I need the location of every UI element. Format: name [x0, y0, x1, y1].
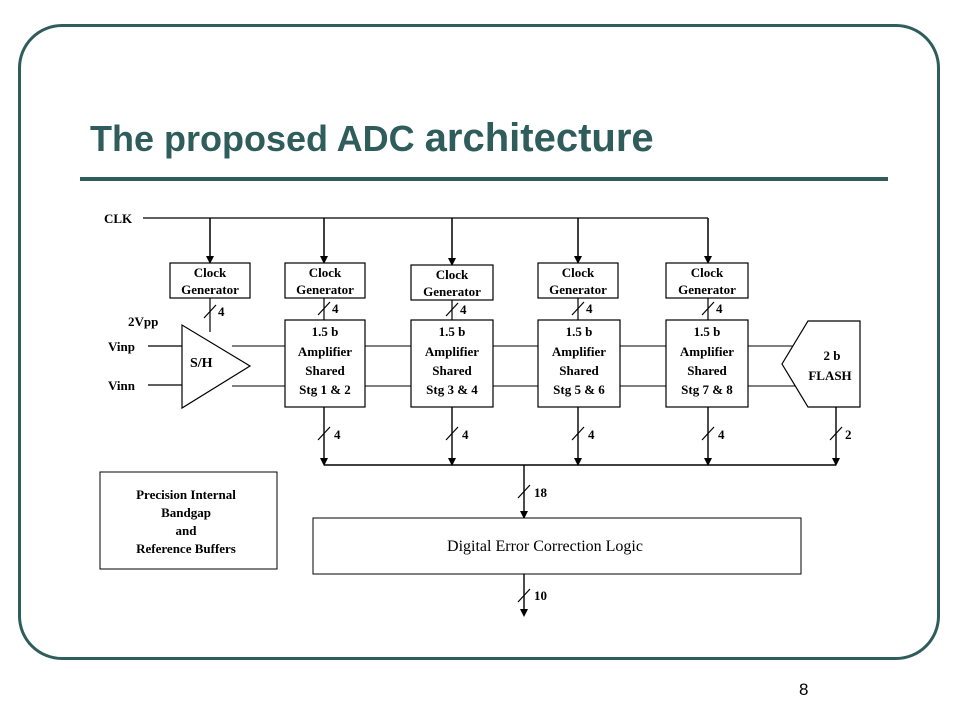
svg-text:Digital Error Correction Logic: Digital Error Correction Logic [447, 538, 643, 555]
slide-frame [18, 24, 940, 660]
svg-text:Reference Buffers: Reference Buffers [136, 541, 236, 556]
stage-output-width-4: 4 [718, 427, 725, 442]
clock-bus-width-1: 4 [218, 304, 225, 319]
svg-text:and: and [176, 523, 198, 538]
sample-hold-amplifier [181, 323, 252, 410]
flash-adc-block: 2 b FLASH [781, 320, 861, 408]
svg-text:Stg 1 & 2: Stg 1 & 2 [299, 382, 351, 397]
bus-18-label: 18 [534, 485, 548, 500]
svg-text:Amplifier: Amplifier [425, 344, 479, 359]
svg-text:Generator: Generator [549, 282, 607, 297]
stage-block-1-2: 1.5 b Amplifier Shared Stg 1 & 2 [284, 319, 366, 408]
clock-generator-4: Clock Generator [537, 262, 619, 299]
title-underline [80, 177, 888, 181]
svg-text:Shared: Shared [559, 363, 599, 378]
bus-18-slash [517, 484, 531, 499]
svg-text:Amplifier: Amplifier [680, 344, 734, 359]
svg-text:Shared: Shared [432, 363, 472, 378]
stage-output-slashes [317, 426, 843, 441]
svg-text:Clock: Clock [691, 265, 724, 280]
vpp-label: 2Vpp [128, 314, 158, 329]
svg-text:Amplifier: Amplifier [298, 344, 352, 359]
clock-generator-2: Clock Generator [284, 262, 366, 299]
svg-text:Clock: Clock [194, 265, 227, 280]
svg-text:Stg 7 & 8: Stg 7 & 8 [681, 382, 733, 397]
svg-text:1.5 b: 1.5 b [312, 324, 339, 339]
output-slash [517, 588, 531, 603]
stage-output-drops [320, 407, 840, 466]
svg-text:Generator: Generator [296, 282, 354, 297]
svg-text:Bandgap: Bandgap [161, 505, 211, 520]
vinn-label: Vinn [108, 378, 136, 393]
svg-text:Precision Internal: Precision Internal [136, 487, 236, 502]
svg-text:2 b: 2 b [824, 348, 841, 363]
title-part-1: The proposed ADC [90, 118, 425, 159]
clock-generator-3: Clock Generator [410, 264, 494, 301]
clock-bus-width-4: 4 [586, 301, 593, 316]
bandgap-reference-block: Precision Internal Bandgap and Reference… [99, 471, 278, 570]
stage-output-width-3: 4 [588, 427, 595, 442]
svg-text:Clock: Clock [436, 267, 469, 282]
clock-bus-width-2: 4 [332, 301, 339, 316]
clk-label: CLK [104, 211, 133, 226]
stage-output-width-1: 4 [334, 427, 341, 442]
svg-text:Shared: Shared [687, 363, 727, 378]
title-part-2: architecture [424, 116, 654, 160]
slide-title: The proposed ADC architecture [90, 118, 654, 158]
svg-text:Generator: Generator [678, 282, 736, 297]
svg-text:Clock: Clock [562, 265, 595, 280]
clock-bus-width-3: 4 [460, 302, 467, 317]
svg-text:1.5 b: 1.5 b [694, 324, 721, 339]
clk-drops [206, 218, 712, 266]
vinp-label: Vinp [108, 339, 135, 354]
svg-text:Generator: Generator [181, 282, 239, 297]
svg-text:1.5 b: 1.5 b [439, 324, 466, 339]
svg-text:Stg 5 & 6: Stg 5 & 6 [553, 382, 605, 397]
sh-label: S/H [190, 356, 213, 371]
page-number: 8 [799, 680, 809, 699]
svg-text:Generator: Generator [423, 284, 481, 299]
stage-block-5-6: 1.5 b Amplifier Shared Stg 5 & 6 [537, 319, 621, 408]
svg-text:FLASH: FLASH [808, 368, 851, 383]
clock-buses [203, 298, 715, 332]
svg-text:Amplifier: Amplifier [552, 344, 606, 359]
clock-generator-5: Clock Generator [665, 262, 749, 299]
flash-output-width: 2 [845, 427, 852, 442]
stage-output-width-2: 4 [462, 427, 469, 442]
svg-text:Clock: Clock [309, 265, 342, 280]
clock-bus-width-5: 4 [716, 301, 723, 316]
svg-text:1.5 b: 1.5 b [566, 324, 593, 339]
digital-error-correction-block: Digital Error Correction Logic [312, 517, 802, 575]
output-width-label: 10 [534, 588, 547, 603]
stage-block-7-8: 1.5 b Amplifier Shared Stg 7 & 8 [665, 319, 749, 408]
svg-text:Stg 3 & 4: Stg 3 & 4 [426, 382, 478, 397]
stage-block-3-4: 1.5 b Amplifier Shared Stg 3 & 4 [410, 319, 494, 408]
signal-lines [232, 345, 795, 387]
clock-generator-1: Clock Generator [169, 262, 251, 299]
svg-text:Shared: Shared [305, 363, 345, 378]
